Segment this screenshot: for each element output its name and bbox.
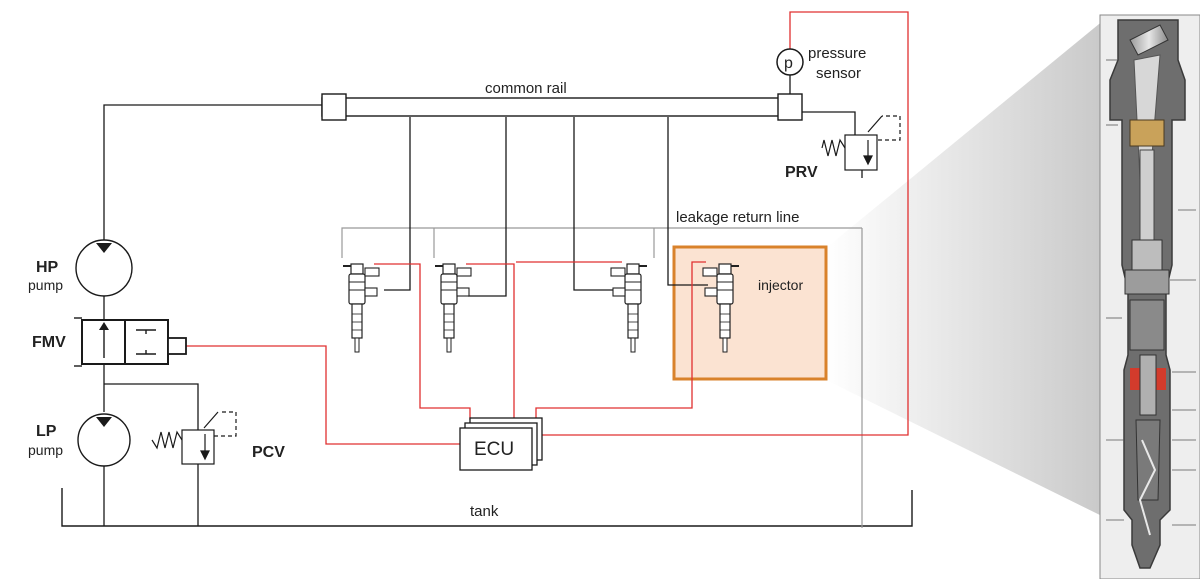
rail-connector-right bbox=[777, 93, 803, 121]
pressure-sensor-symbol-label: p bbox=[784, 55, 793, 72]
hp-pump-symbol bbox=[75, 239, 133, 297]
prv-label: PRV bbox=[785, 164, 818, 181]
lp-pump-sublabel: pump bbox=[28, 442, 63, 458]
pressure-sensor-label-line2: sensor bbox=[816, 65, 861, 82]
ecu-block bbox=[459, 417, 543, 471]
pcv-label: PCV bbox=[252, 444, 285, 461]
hp-pump-label: HP bbox=[36, 259, 59, 276]
pcv-valve-symbol bbox=[151, 411, 237, 465]
fmv-label: FMV bbox=[32, 334, 66, 351]
leakage-return-lines bbox=[341, 227, 863, 528]
electric-lines bbox=[186, 11, 909, 445]
fmv-valve-symbol bbox=[74, 317, 187, 367]
common-rail bbox=[321, 97, 791, 117]
lp-pump-label: LP bbox=[36, 423, 57, 440]
zoom-cone bbox=[826, 15, 1110, 520]
injector-highlight-box bbox=[672, 245, 828, 381]
hp-pump-sublabel: pump bbox=[28, 277, 63, 293]
pressure-sensor-label-line1: pressure bbox=[808, 45, 866, 62]
prv-valve-symbol bbox=[821, 115, 901, 171]
tank-line bbox=[61, 488, 913, 527]
hydraulic-lines bbox=[103, 75, 863, 526]
hp-pump-arrow bbox=[96, 243, 112, 253]
injector-label: injector bbox=[758, 277, 803, 293]
tank-label: tank bbox=[470, 503, 499, 520]
leakage-return-line-label: leakage return line bbox=[676, 209, 799, 226]
common-rail-label: common rail bbox=[485, 80, 567, 97]
pressure-sensor-symbol bbox=[776, 48, 804, 76]
ecu-label: ECU bbox=[474, 439, 514, 460]
lp-pump-arrow bbox=[96, 417, 112, 427]
lp-pump-symbol bbox=[77, 413, 131, 467]
rail-connector-left bbox=[321, 93, 347, 121]
injector-cutaway-image bbox=[1099, 14, 1200, 579]
